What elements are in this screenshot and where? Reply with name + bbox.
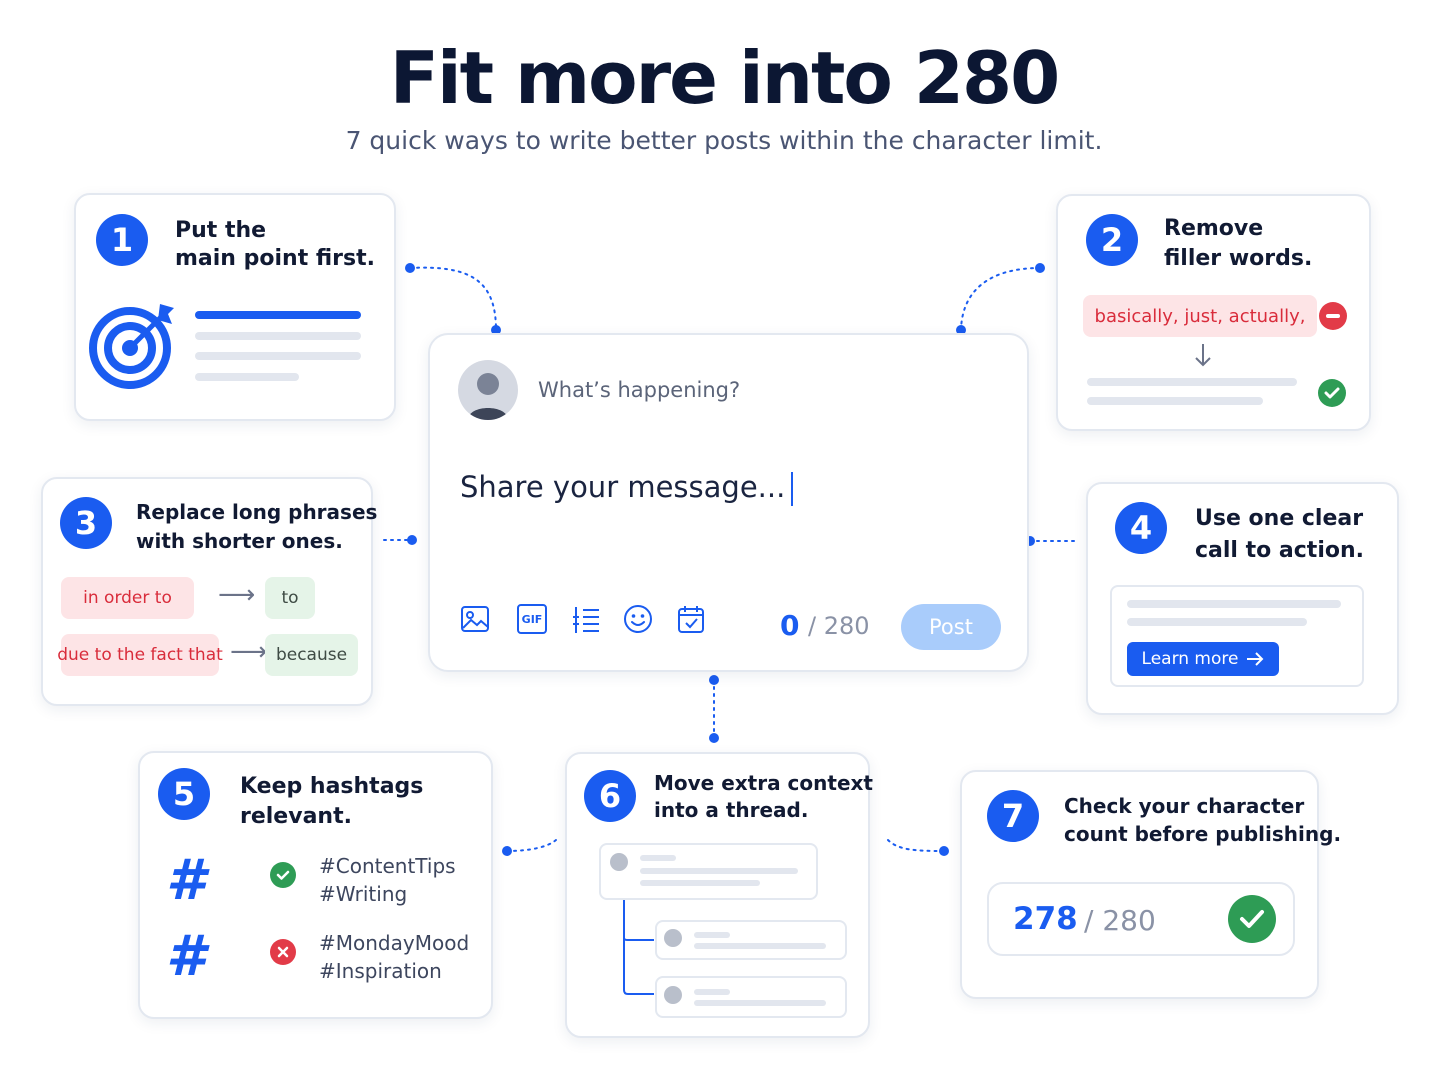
text-line bbox=[1127, 600, 1341, 608]
connector-tip-2 bbox=[960, 267, 1041, 331]
character-count-current: 278 bbox=[1013, 901, 1078, 937]
check-icon bbox=[270, 862, 296, 888]
close-icon bbox=[270, 939, 296, 965]
character-count-limit: / 280 bbox=[1084, 904, 1156, 937]
connector-dot bbox=[939, 846, 949, 856]
emoji-icon[interactable] bbox=[623, 604, 653, 634]
schedule-icon[interactable] bbox=[676, 604, 706, 634]
long-phrase-pill: in order to bbox=[61, 577, 194, 619]
text-line bbox=[640, 880, 760, 886]
composer-placeholder[interactable]: What’s happening? bbox=[538, 378, 741, 402]
text-line bbox=[640, 855, 676, 861]
text-line bbox=[694, 1000, 826, 1006]
connector-dot bbox=[405, 263, 415, 273]
text-line bbox=[640, 868, 798, 874]
tip-number-2: 2 bbox=[1086, 214, 1138, 266]
thread-reply bbox=[655, 976, 847, 1018]
remove-icon bbox=[1319, 302, 1347, 330]
tip-title-3: Replace long phrases with shorter ones. bbox=[136, 500, 378, 553]
text-cursor bbox=[791, 472, 794, 506]
target-icon bbox=[89, 304, 174, 389]
short-phrase-pill: because bbox=[265, 634, 358, 676]
avatar bbox=[664, 929, 682, 947]
text-line bbox=[195, 373, 299, 381]
post-button[interactable]: Post bbox=[901, 604, 1001, 650]
composer-message-input[interactable]: Share your message... bbox=[460, 470, 794, 506]
learn-more-button[interactable]: Learn more bbox=[1127, 642, 1279, 676]
thread-lines bbox=[623, 898, 654, 995]
thread-reply bbox=[655, 920, 847, 960]
tip-title-4: Use one clear call to action. bbox=[1195, 506, 1364, 563]
tip-number-5: 5 bbox=[158, 768, 210, 820]
relevant-hashtags: #ContentTips #Writing bbox=[319, 854, 456, 906]
character-count-current: 0 bbox=[780, 609, 800, 642]
character-count-limit: / 280 bbox=[808, 612, 870, 640]
text-line bbox=[1087, 378, 1297, 386]
arrow-right-icon: ⟶ bbox=[218, 580, 256, 610]
gif-icon[interactable]: GIF bbox=[517, 604, 547, 634]
tip-number-6: 6 bbox=[584, 770, 636, 822]
connector-dot bbox=[407, 535, 417, 545]
text-line bbox=[694, 932, 730, 938]
avatar bbox=[610, 853, 628, 871]
arrow-right-icon bbox=[1247, 652, 1264, 666]
page-title: Fit more into 280 bbox=[389, 36, 1060, 120]
text-line-highlight bbox=[195, 311, 361, 319]
connector-dot bbox=[502, 846, 512, 856]
short-phrase-pill: to bbox=[265, 577, 315, 619]
arrow-right-icon: ⟶ bbox=[230, 637, 268, 667]
arrow-down-icon bbox=[1195, 344, 1211, 367]
check-icon bbox=[1318, 379, 1346, 407]
connector-tip-5 bbox=[506, 839, 557, 852]
connector-dot bbox=[709, 733, 719, 743]
connector-dot bbox=[709, 675, 719, 685]
text-line bbox=[694, 989, 730, 995]
tip-number-4: 4 bbox=[1115, 502, 1167, 554]
check-icon bbox=[1228, 895, 1276, 943]
tip-title-7: Check your character count before publis… bbox=[1064, 794, 1342, 846]
text-line bbox=[694, 943, 826, 949]
tip-number-1: 1 bbox=[96, 214, 148, 266]
text-line bbox=[195, 332, 361, 340]
avatar bbox=[664, 986, 682, 1004]
text-line bbox=[1087, 397, 1263, 405]
connector-dot bbox=[1035, 263, 1045, 273]
hashtag-icon: # bbox=[166, 848, 205, 913]
connector-tip-1 bbox=[409, 266, 497, 331]
hashtag-icon: # bbox=[166, 924, 205, 989]
text-line bbox=[195, 352, 361, 360]
image-icon[interactable] bbox=[460, 604, 490, 634]
connector-tip-7 bbox=[887, 839, 945, 852]
text-line bbox=[1127, 618, 1307, 626]
tip-title-2: Remove filler words. bbox=[1164, 216, 1313, 271]
filler-words-pill: basically, just, actually, bbox=[1083, 295, 1317, 337]
tip-number-7: 7 bbox=[987, 790, 1039, 842]
tip-number-3: 3 bbox=[60, 497, 112, 549]
avatar bbox=[458, 360, 518, 420]
long-phrase-pill: due to the fact that bbox=[57, 634, 223, 676]
tip-title-5: Keep hashtags relevant. bbox=[240, 774, 424, 829]
page-subtitle: 7 quick ways to write better posts withi… bbox=[345, 126, 1103, 155]
tip-title-1: Put the main point first. bbox=[175, 218, 375, 271]
list-icon[interactable] bbox=[571, 604, 601, 634]
irrelevant-hashtags: #MondayMood #Inspiration bbox=[319, 931, 470, 983]
tip-title-6: Move extra context into a thread. bbox=[654, 771, 873, 822]
